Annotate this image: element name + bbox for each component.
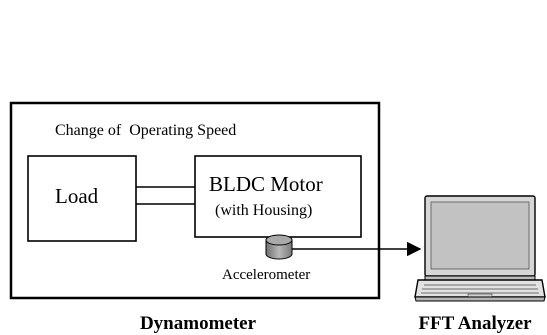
cylinder-sensor-icon [265, 234, 293, 260]
motor-label: BLDC Motor [209, 172, 323, 196]
motor-sublabel: (with Housing) [215, 202, 313, 219]
operating-speed-label: Change of Operating Speed [55, 122, 237, 139]
load-box [27, 155, 137, 242]
laptop-icon [414, 195, 546, 302]
motor-box [194, 155, 362, 238]
accelerometer-label: Accelerometer [222, 267, 311, 283]
dynamometer-box [9, 101, 381, 300]
load-label: Load [55, 184, 99, 208]
dynamometer-caption: Dynamometer [139, 313, 257, 334]
fft-analyzer-caption: FFT Analyzer [418, 313, 532, 334]
